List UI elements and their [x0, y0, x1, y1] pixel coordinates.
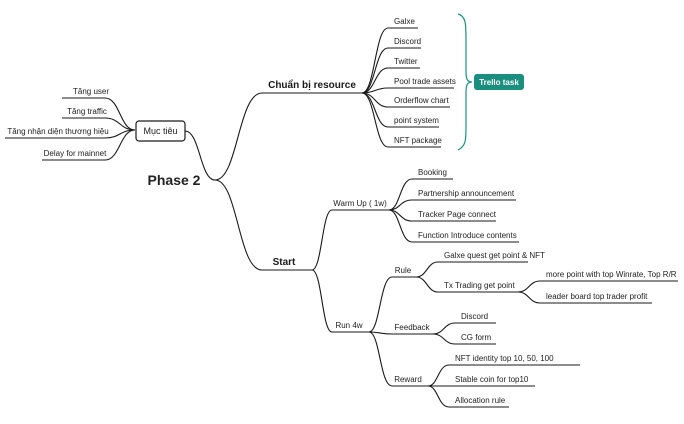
- edge-run-rule: [368, 276, 393, 333]
- warmup-item-0: Booking: [418, 168, 447, 177]
- goal-item-0: Tăng user: [73, 87, 109, 96]
- goal-node-box[interactable]: [135, 120, 186, 142]
- edge-warmup-item3: [388, 209, 413, 243]
- edge-reward-item0: [427, 364, 450, 387]
- run-node-label[interactable]: Run 4w: [335, 321, 362, 330]
- edge-feedback-item1: [432, 333, 456, 345]
- goal-item-3: Delay for mainnet: [44, 149, 107, 158]
- edge-prep-item1: [361, 47, 389, 94]
- trello-badge-label: Trello task: [479, 78, 519, 87]
- prep-item-6: NFT package: [394, 136, 442, 145]
- trello-badge[interactable]: [474, 74, 524, 90]
- feedback-item-1: CG form: [461, 333, 492, 342]
- edge-prep-item2: [361, 67, 389, 94]
- connectors: [5, 27, 678, 408]
- prep-item-5: point system: [394, 116, 439, 125]
- edge-run-reward: [368, 331, 393, 387]
- warmup-item-1: Partnership announcement: [418, 189, 515, 198]
- rule-sub-1: leader board top trader profit: [546, 292, 648, 301]
- edge-tx-sub1: [517, 291, 541, 304]
- root-node-label[interactable]: Phase 2: [148, 172, 201, 188]
- feedback-node-label[interactable]: Feedback: [394, 323, 430, 332]
- edge-reward-item2: [427, 385, 450, 408]
- edge-prep-item6: [361, 92, 389, 148]
- rule-sub-0: more point with top Winrate, Top R/R: [546, 270, 677, 279]
- edge-run-feedback: [368, 331, 393, 335]
- reward-item-0: NFT identity top 10, 50, 100: [455, 354, 554, 363]
- feedback-item-0: Discord: [461, 312, 488, 321]
- edge-start-warmup: [311, 209, 333, 271]
- edge-rule-item0: [415, 261, 439, 278]
- edge-goal-item1: [104, 117, 136, 131]
- prep-item-0: Galxe: [394, 17, 415, 26]
- edge-rule-item1: [415, 276, 439, 293]
- warmup-item-2: Tracker Page connect: [418, 210, 497, 219]
- edge-goal-item3: [104, 129, 136, 161]
- goal-node-label: Mục tiêu: [143, 126, 177, 136]
- prep-item-2: Twitter: [394, 57, 418, 66]
- edge-prep-item0: [361, 27, 389, 94]
- edge-warmup-item0: [388, 178, 413, 211]
- rule-item-0: Galxe quest get point & NFT: [444, 251, 545, 260]
- start-node-label[interactable]: Start: [273, 257, 296, 268]
- goal-item-2: Tăng nhận diện thương hiệu: [7, 127, 108, 136]
- warmup-item-3: Function Introduce contents: [418, 231, 517, 240]
- edge-feedback-item0: [432, 322, 456, 335]
- edge-goal-item0: [104, 97, 136, 131]
- trello-bracket: [457, 13, 473, 151]
- edge-start-run: [311, 269, 333, 333]
- prep-node-label[interactable]: Chuẩn bị resource: [268, 79, 356, 91]
- goal-item-1: Tăng traffic: [67, 107, 107, 116]
- reward-node-label[interactable]: Reward: [394, 375, 422, 384]
- edge-root-goal: [184, 130, 216, 181]
- prep-item-3: Pool trade assets: [394, 77, 456, 86]
- rule-node-label[interactable]: Rule: [395, 266, 412, 275]
- reward-item-2: Allocation rule: [455, 396, 506, 405]
- prep-item-1: Discord: [394, 37, 421, 46]
- warmup-node-label[interactable]: Warm Up ( 1w): [333, 199, 387, 208]
- prep-item-4: Orderflow chart: [394, 96, 449, 105]
- edge-root-prep: [214, 92, 263, 181]
- rule-item-1: Tx Trading get point: [444, 281, 515, 290]
- edge-root-start: [214, 179, 263, 271]
- reward-item-1: Stable coin for top10: [455, 375, 529, 384]
- edge-tx-sub0: [517, 280, 541, 293]
